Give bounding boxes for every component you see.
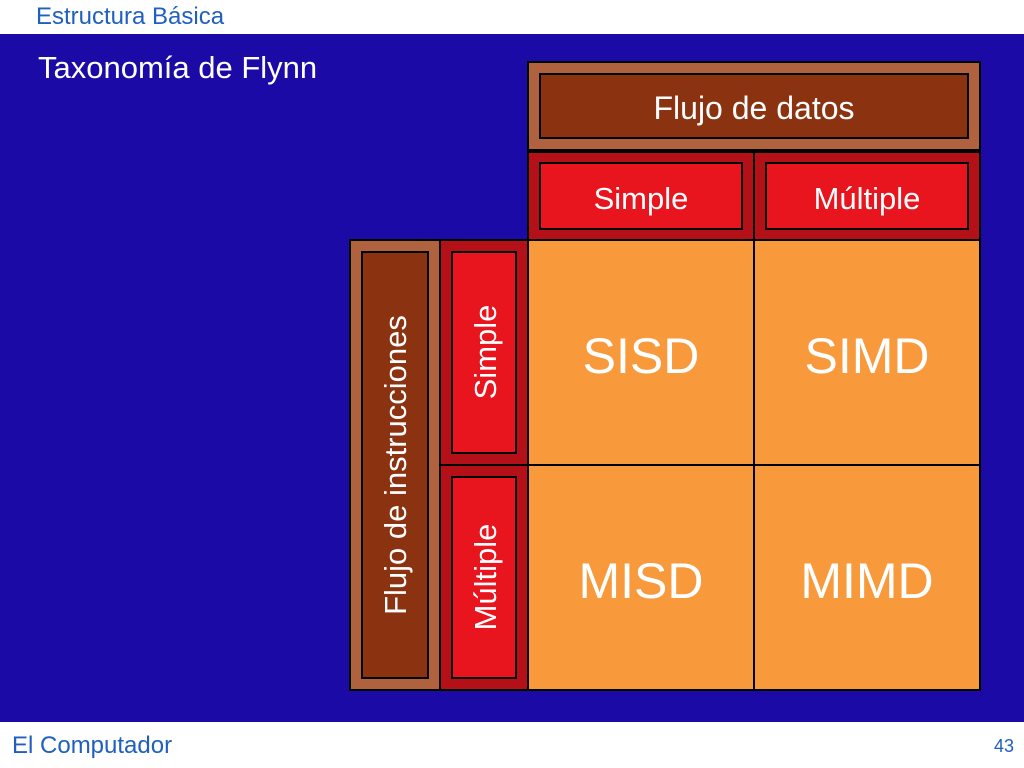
header-bar xyxy=(0,0,1024,34)
instr-multiple-label: Múltiple xyxy=(468,524,503,631)
cell-simd-label: SIMD xyxy=(805,328,930,384)
instruction-flow-label: Flujo de instrucciones xyxy=(378,315,413,615)
header-title: Estructura Básica xyxy=(36,3,225,30)
cell-mimd-label: MIMD xyxy=(800,553,933,609)
data-multiple-band: Múltiple xyxy=(753,151,981,241)
data-flow-label: Flujo de datos xyxy=(653,90,854,126)
cell-sisd: SISD xyxy=(527,239,755,466)
page-number: 43 xyxy=(993,736,1014,756)
instr-multiple-band: Múltiple xyxy=(439,464,529,691)
data-simple-band: Simple xyxy=(527,151,755,241)
cell-simd: SIMD xyxy=(753,239,981,466)
data-multiple-label: Múltiple xyxy=(814,181,921,216)
cell-sisd-label: SISD xyxy=(583,328,700,384)
cell-misd: MISD xyxy=(527,464,755,691)
cell-misd-label: MISD xyxy=(579,553,704,609)
data-flow-band: Flujo de datos xyxy=(527,61,981,151)
instruction-flow-band: Flujo de instrucciones xyxy=(349,239,441,691)
instr-simple-band: Simple xyxy=(439,239,529,466)
slide-title: Taxonomía de Flynn xyxy=(38,50,318,85)
footer-title: El Computador xyxy=(12,732,173,759)
instr-simple-label: Simple xyxy=(468,305,503,400)
cell-mimd: MIMD xyxy=(753,464,981,691)
data-simple-label: Simple xyxy=(594,181,689,216)
